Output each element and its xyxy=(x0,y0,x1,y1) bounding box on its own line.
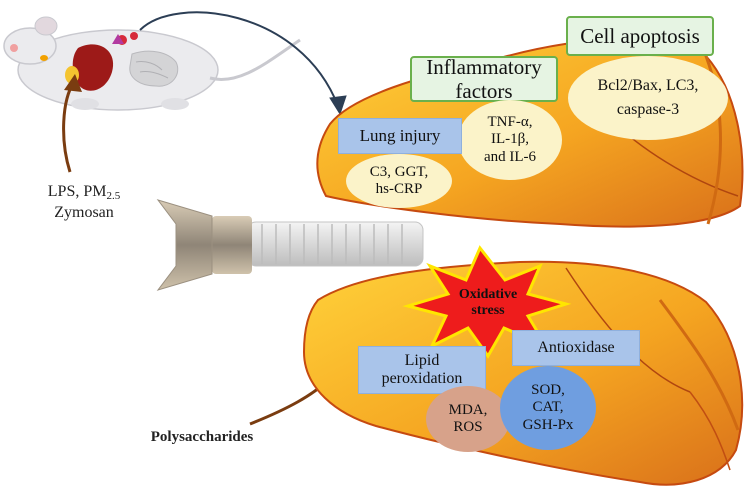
title-line: peroxidation xyxy=(381,370,463,387)
marker-text: hs-CRP xyxy=(375,181,423,197)
marker-text: C3, GGT, xyxy=(369,163,429,180)
title-line: stress xyxy=(471,303,505,318)
title-line: factors xyxy=(455,79,513,103)
mouse-to-lung-arrow xyxy=(139,11,339,107)
inflammatory-markers: TNF-α, IL-1β, and IL-6 xyxy=(458,100,562,180)
marker-text: GSH-Px xyxy=(522,416,574,433)
marker-text: IL-1β, xyxy=(490,131,530,148)
title-line: Lipid xyxy=(404,351,440,369)
marker-text: SOD, xyxy=(531,382,565,399)
title-line: Oxidative xyxy=(458,286,518,302)
antioxidase-box: Antioxidase xyxy=(512,330,640,366)
marker-text: Bcl2/Bax, LC3, xyxy=(597,76,699,94)
ventilator-tube-icon xyxy=(156,199,424,291)
lung-injury-box: Lung injury xyxy=(338,118,462,154)
lung-injury-markers: C3, GGT, hs-CRP xyxy=(346,154,452,208)
oxidative-stress-label: Oxidative stress xyxy=(438,282,538,324)
arrowhead-icon xyxy=(329,95,347,116)
mouse-illustration xyxy=(3,16,301,111)
cell-apoptosis-markers: Bcl2/Bax, LC3, caspase-3 xyxy=(568,56,728,140)
marker-text: ROS xyxy=(453,419,483,435)
marker-text: MDA, xyxy=(448,401,488,418)
marker-text: and IL-6 xyxy=(483,148,537,165)
arrowhead-icon xyxy=(64,74,82,92)
title-line: Inflammatory xyxy=(426,54,542,79)
marker-text: caspase-3 xyxy=(616,101,680,118)
marker-text: TNF-α, xyxy=(487,114,533,131)
lps-label: LPS, PM2.5 Zymosan xyxy=(47,183,121,222)
oxidative-stress-burst-icon xyxy=(402,245,572,359)
lipid-markers: MDA, ROS xyxy=(426,386,510,452)
inflammatory-factors-box: Inflammatory factors xyxy=(410,54,558,103)
antioxidase-markers: SOD, CAT, GSH-Px xyxy=(500,366,596,450)
cell-apoptosis-box: Cell apoptosis xyxy=(566,16,714,56)
marker-text: CAT, xyxy=(532,399,564,416)
polysaccharides-label: Polysaccharides xyxy=(150,429,254,445)
